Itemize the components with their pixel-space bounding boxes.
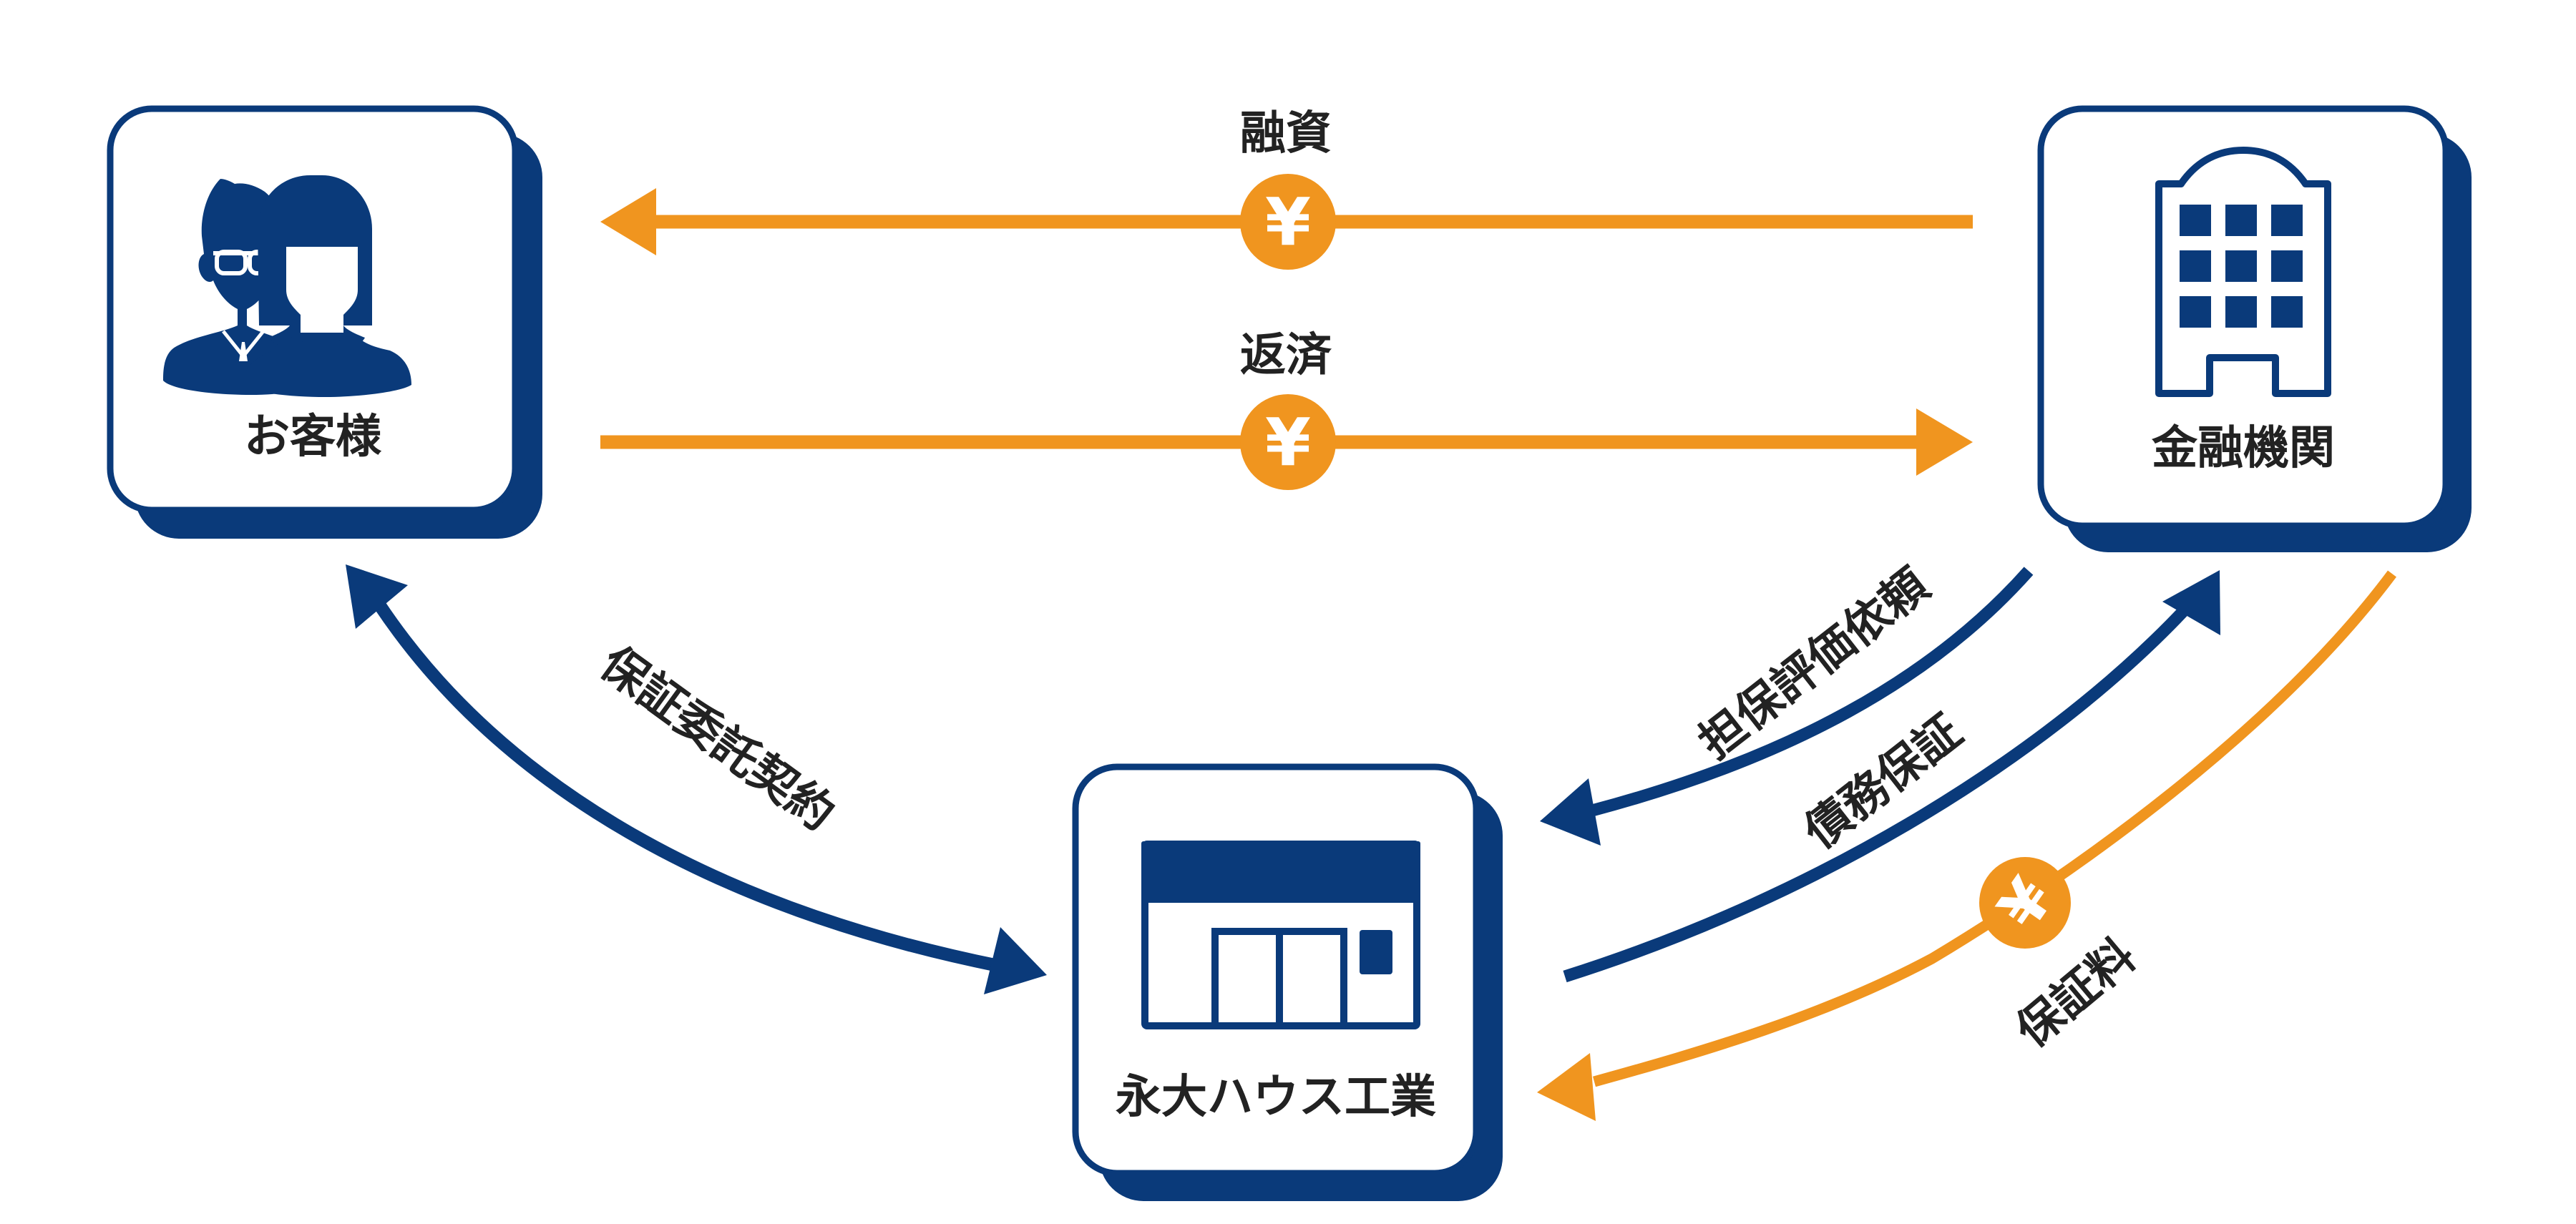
flow-collateral-request-arrowhead [1540, 778, 1601, 846]
flow-debt-guarantee-arrowhead [2162, 570, 2220, 635]
flow-repayment-label: 返済 [1240, 329, 1332, 382]
flow-guarantee-fee-arrowhead [1537, 1053, 1596, 1121]
customers-icon [163, 175, 411, 397]
flow-collateral-request: 担保評価依頼 [1540, 558, 2034, 846]
yen-coin-icon: ¥ [1979, 857, 2071, 949]
flow-repayment-arrowhead [1916, 408, 1973, 476]
flow-loan-label: 融資 [1240, 107, 1332, 160]
flow-guarantee-contract: 保証委託契約 [346, 564, 1047, 994]
flow-loan-arrowhead [600, 188, 656, 255]
node-bank: 金融機関 [2037, 105, 2472, 552]
flow-loan-currency: ¥ [1265, 184, 1311, 260]
node-company-label: 永大ハウス工業 [1116, 1071, 1436, 1124]
flow-loan: ¥ 融資 [600, 107, 1973, 270]
yen-coin-icon: ¥ [1240, 394, 1336, 490]
flow-collateral-request-line [1590, 567, 2034, 817]
flow-debt-guarantee-line [1563, 600, 2195, 983]
flow-guarantee-contract-arrowhead-start [346, 564, 408, 629]
node-bank-label: 金融機関 [2151, 422, 2335, 475]
flow-repayment-currency: ¥ [1265, 404, 1311, 481]
flow-repayment: ¥ 返済 [600, 329, 1973, 490]
node-customer-label: お客様 [244, 411, 382, 464]
flow-guarantee-contract-label: 保証委託契約 [590, 637, 844, 841]
node-company: 永大ハウス工業 [1072, 763, 1503, 1201]
node-customer: お客様 [107, 105, 542, 539]
building-icon [2155, 147, 2331, 397]
flow-guarantee-fee-line [1593, 570, 2397, 1087]
storefront-icon [1141, 841, 1420, 1029]
flow-guarantee-contract-line [374, 601, 1000, 972]
yen-coin-icon: ¥ [1240, 174, 1336, 270]
flow-guarantee-fee: ¥ 保証料 [1537, 570, 2397, 1121]
flow-guarantee-contract-arrowhead-end [984, 927, 1047, 994]
